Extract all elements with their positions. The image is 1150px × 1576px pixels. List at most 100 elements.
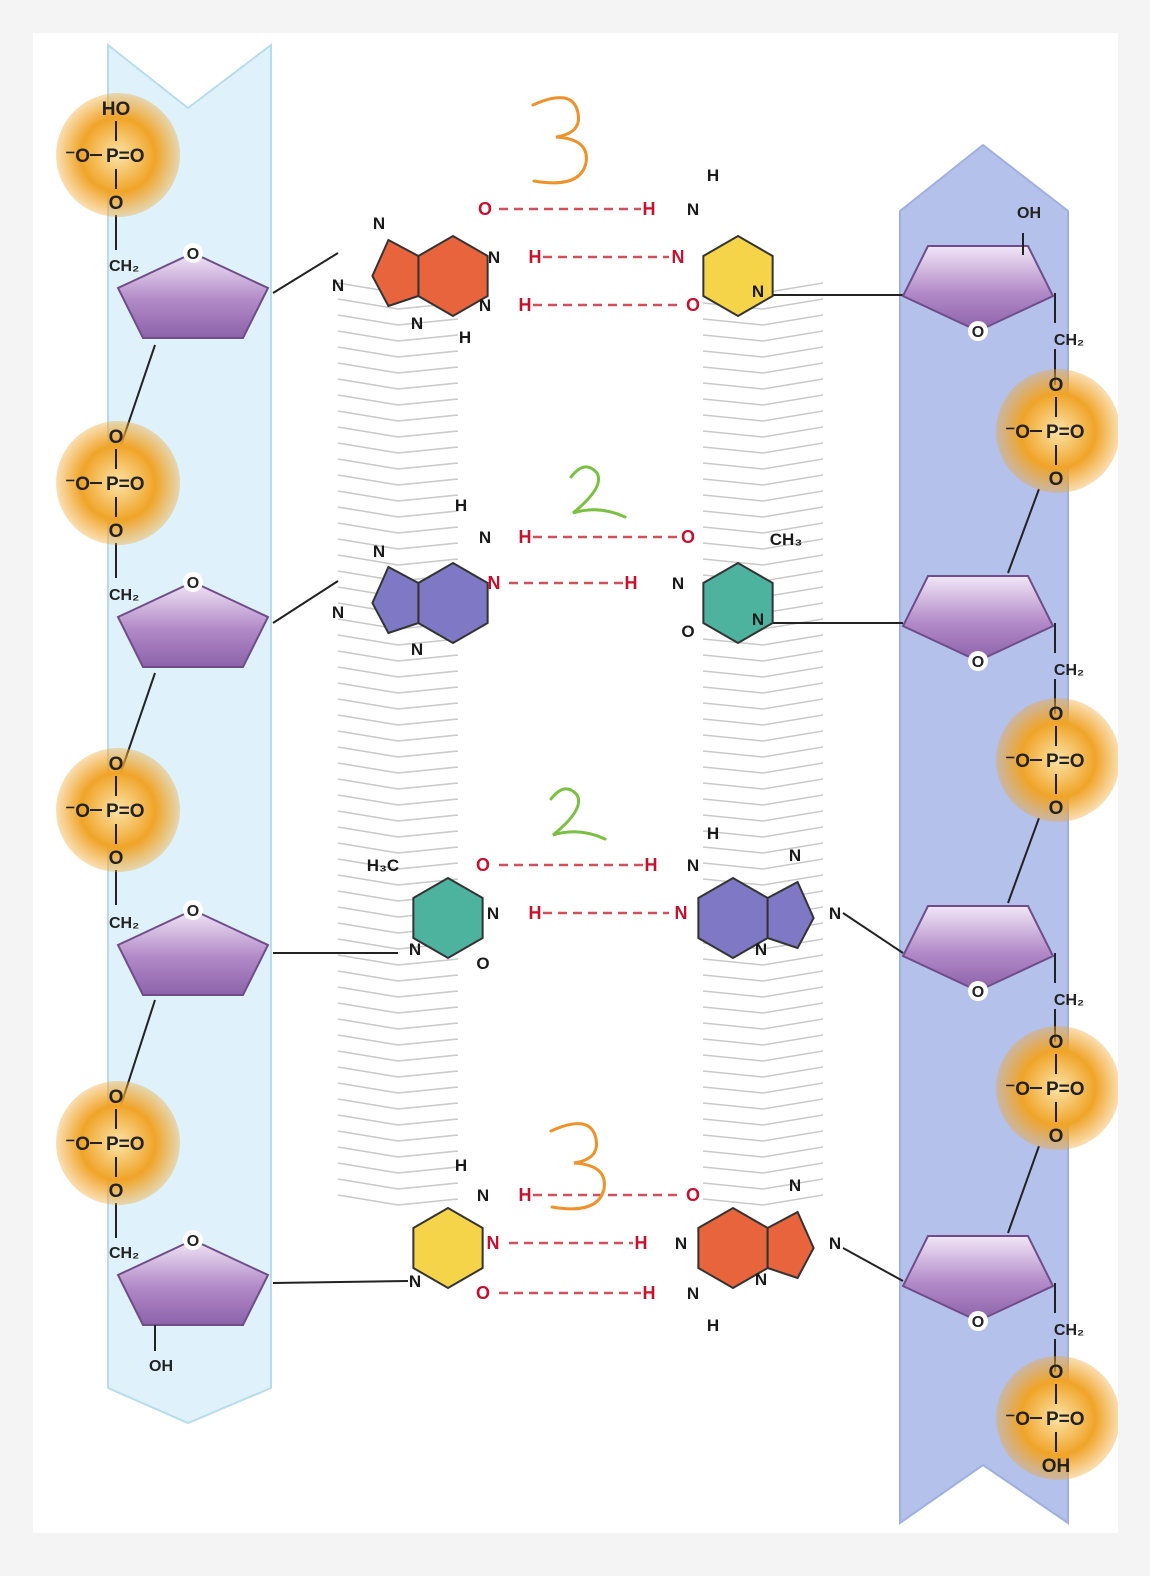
sugar-ring — [901, 575, 1055, 663]
atom-label: N — [373, 542, 385, 561]
phosphate-top-label: O — [1049, 375, 1064, 396]
handwritten-two-stroke — [549, 787, 607, 841]
atom-label: N — [672, 574, 684, 593]
phosphate-bottom-label: O — [109, 1181, 124, 1202]
phosphate-p-label: P=O — [1046, 1409, 1085, 1430]
atom-label: N — [411, 640, 423, 659]
acceptor-o: O — [478, 199, 492, 219]
phosphate-p-label: P=O — [106, 474, 145, 495]
atom-label: N — [755, 940, 767, 959]
backbones — [107, 42, 1069, 1525]
hbond-hydrogen: H — [519, 527, 532, 547]
hbond-4a: H — [519, 1185, 683, 1205]
handwritten-three-stroke — [549, 1122, 606, 1211]
ring-oxygen-bg — [968, 321, 988, 341]
phosphate-p-label: P=O — [106, 146, 145, 167]
glycosidic-bond — [272, 580, 339, 624]
hbond-hydrogen: H — [643, 199, 656, 219]
handwritten-three-stroke — [531, 96, 588, 185]
phosphate-bottom-label: O — [109, 848, 124, 869]
acceptor-n: N — [487, 1233, 500, 1253]
atom-label: N — [752, 610, 764, 629]
purine-six-ring — [417, 234, 489, 318]
sugar-ring — [116, 580, 270, 668]
acceptor-n: N — [488, 573, 501, 593]
ring-oxygen-label: O — [187, 246, 199, 263]
ring-oxygen-bg — [968, 1311, 988, 1331]
hbond-hydrogen: H — [625, 573, 638, 593]
ch2-label: CH₂ — [109, 915, 139, 932]
phosphate-halo — [56, 421, 180, 545]
hbond-1a: H — [499, 199, 656, 219]
atom-label: H — [455, 496, 467, 515]
phosphate-bottom-label: O — [109, 193, 124, 214]
handwritten-two-stroke — [569, 465, 627, 519]
purine-five-ring — [371, 238, 420, 308]
phosphate-bottom-label: O — [1049, 469, 1064, 490]
handwritten-two-value: 2 — [591, 500, 592, 502]
hbond-hydrogen: H — [643, 1283, 656, 1303]
base-stacking-lines — [337, 282, 824, 1206]
pyrimidine-ring — [412, 876, 484, 960]
pyrimidine-ring — [412, 1206, 484, 1290]
acceptor-o: O — [476, 855, 490, 875]
atom-label: CH₃ — [770, 530, 802, 549]
purine-five-ring — [371, 565, 420, 635]
annotation-pair-1: 3 — [531, 96, 588, 185]
purine-five-ring — [766, 880, 815, 950]
phosphate-p-label: P=O — [1046, 1079, 1085, 1100]
ring-oxygen-label: O — [972, 984, 984, 1001]
hbond-1b: H — [529, 247, 669, 267]
glycosidic-bonds — [272, 252, 904, 1284]
phosphate-top-label: O — [1049, 1032, 1064, 1053]
atom-label: N — [409, 940, 421, 959]
phosphate-top-label: O — [109, 1087, 124, 1108]
ring-oxygen-bg — [968, 651, 988, 671]
hbond-2b: H — [509, 573, 638, 593]
atom-label: H — [707, 1316, 719, 1335]
ring-oxygen-bg — [183, 900, 203, 920]
handwritten-three-value: 3 — [571, 1160, 572, 1162]
atom-label: N — [687, 856, 699, 875]
sugar-ring — [901, 1235, 1055, 1323]
ring-oxygen-label: O — [187, 1233, 199, 1250]
phosphate-neg-o-label: ⁻O — [1005, 1409, 1030, 1430]
oh-3prime-label: OH — [1017, 205, 1041, 222]
phosphate-neg-o-label: ⁻O — [65, 801, 90, 822]
phosphate-top-label: HO — [102, 99, 131, 120]
phosphate-bottom-label: O — [1049, 798, 1064, 819]
pyrimidine-ring — [702, 234, 774, 318]
atom-label: N — [477, 1186, 489, 1205]
phosphate-top-label: O — [1049, 704, 1064, 725]
phosphate-halo — [56, 93, 180, 217]
phosphate-top-label: O — [109, 427, 124, 448]
sugar-ring — [901, 905, 1055, 993]
phosphate-neg-o-label: ⁻O — [65, 1134, 90, 1155]
right-link-o-c3 — [1007, 817, 1040, 904]
atom-label: N — [411, 314, 423, 333]
atom-label: O — [681, 622, 694, 641]
right-link-o-c3 — [1007, 488, 1040, 574]
acceptor-o: O — [686, 295, 700, 315]
ch2-label: CH₂ — [109, 587, 139, 604]
atom-label: N — [687, 200, 699, 219]
phosphate-halo — [996, 1356, 1120, 1480]
sugar-ring — [116, 1238, 270, 1326]
